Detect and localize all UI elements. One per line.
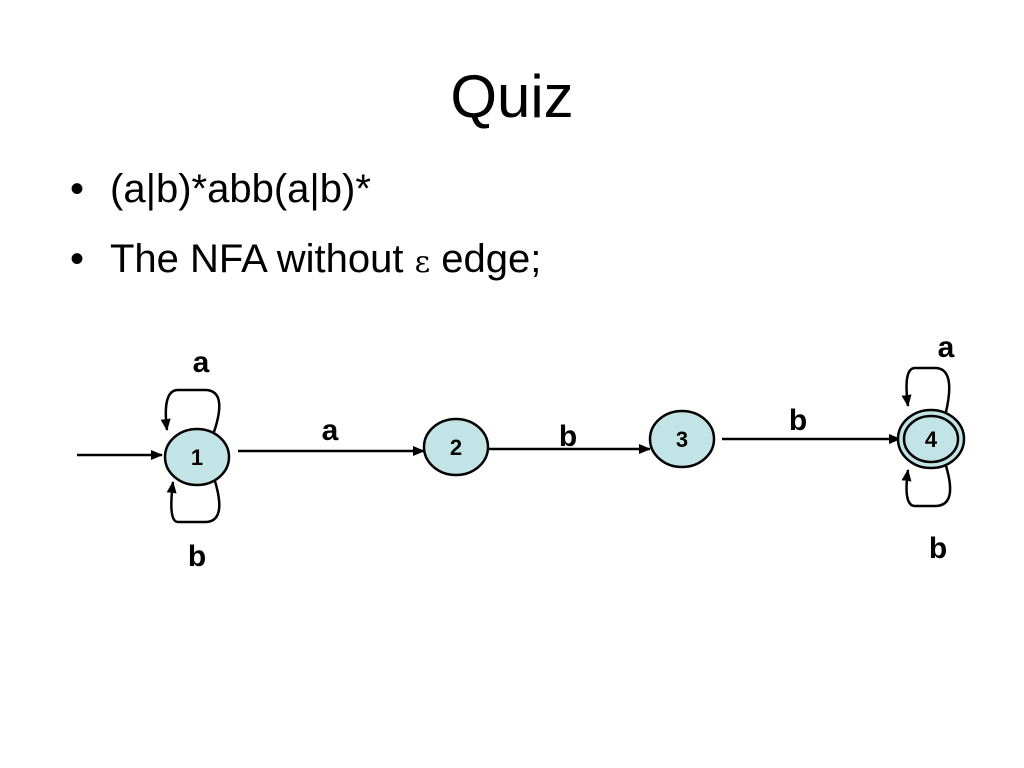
state-label-4: 4 (925, 427, 938, 452)
edge-label-1-2-a: a (322, 414, 339, 447)
bullet-list: • (a|b)*abb(a|b)* • The NFA without ε ed… (70, 165, 541, 305)
edge-4-4-a (901, 366, 951, 413)
edge-label-2-3-b: b (559, 420, 577, 453)
state-4-inner (902, 414, 960, 464)
edge-1-1-b (166, 477, 221, 524)
state-2 (422, 417, 490, 477)
bullet-item-regex: • (a|b)*abb(a|b)* (70, 165, 541, 213)
slide-title: Quiz (450, 63, 574, 130)
nfa-text-before: The NFA without (110, 237, 415, 281)
state-3 (648, 409, 716, 469)
edge-label-1-1-a: a (193, 346, 210, 379)
state-label-1: 1 (191, 445, 203, 470)
edge-label-3-4-b: b (789, 404, 807, 437)
epsilon-symbol: ε (414, 245, 431, 280)
edge-label-4-4-a: a (938, 331, 955, 364)
edge-4-4-b (901, 465, 952, 508)
bullet-item-nfa: • The NFA without ε edge; (70, 235, 541, 283)
edge-label-1-1-b: b (188, 540, 206, 573)
bullet-dot: • (70, 237, 85, 281)
regex-text: (a|b)*abb(a|b)* (110, 167, 371, 211)
edge-label-4-4-b: b (929, 532, 947, 565)
state-1 (163, 427, 231, 487)
bullet-dot: • (70, 167, 85, 211)
state-label-3: 3 (676, 427, 688, 452)
edge-1-1-a (160, 388, 221, 433)
state-label-2: 2 (450, 435, 462, 460)
nfa-text-after: edge; (430, 237, 542, 281)
